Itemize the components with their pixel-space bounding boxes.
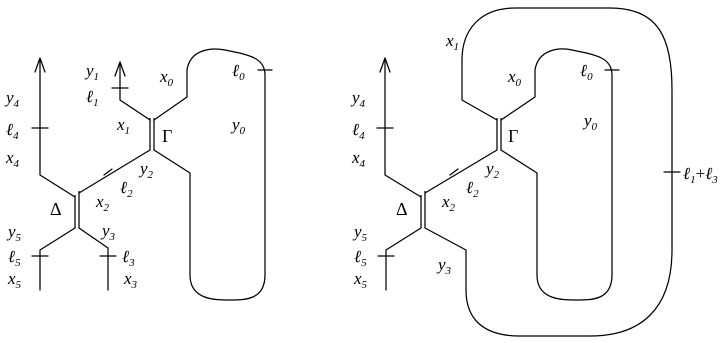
right-strand-4 [384, 59, 422, 198]
right-label-x4: x4 [351, 148, 366, 170]
left-panel: y1 ℓ1 x0 ℓ0 y0 x1 Γ y2 ℓ2 x2 y4 ℓ4 x4 Δ … [4, 48, 273, 301]
right-label-y2: y2 [484, 159, 500, 181]
left-tick-l2 [103, 168, 113, 176]
right-label-y0: y0 [582, 111, 598, 133]
left-label-x4: x4 [5, 148, 20, 170]
left-strand-2 [78, 149, 151, 194]
left-label-y2: y2 [138, 159, 154, 181]
right-strand-2 [424, 149, 498, 194]
left-gamma-vertex [149, 118, 155, 150]
right-label-l2: ℓ2 [466, 178, 479, 200]
right-label-y4: y4 [350, 88, 366, 110]
right-panel: x1 x0 ℓ0 y0 Γ y2 ℓ2 x2 y4 ℓ4 x4 Δ y5 ℓ5 … [350, 7, 718, 337]
right-vertex-delta: Δ [396, 199, 408, 219]
right-gamma-vertex [496, 118, 502, 150]
left-vertex-delta: Δ [50, 199, 62, 219]
right-label-y3: y3 [436, 255, 452, 277]
left-label-l4: ℓ4 [6, 120, 19, 142]
left-strand-3 [78, 227, 109, 291]
left-strand-5 [39, 227, 76, 291]
left-strand-0 [153, 48, 266, 301]
left-strand-1 [119, 61, 151, 121]
left-label-x3: x3 [123, 269, 138, 291]
right-strand-4-arrowhead [379, 57, 391, 73]
right-label-x1: x1 [445, 31, 459, 53]
left-label-x2: x2 [95, 192, 110, 214]
left-vertex-gamma: Γ [162, 126, 172, 146]
left-label-l3: ℓ3 [122, 247, 135, 269]
left-label-y5: y5 [6, 222, 22, 244]
left-strand-4 [39, 59, 76, 198]
right-label-l5: ℓ5 [354, 247, 367, 269]
left-label-y0: y0 [230, 115, 246, 137]
right-tick-l2 [449, 168, 459, 176]
left-strand-1-arrowhead [114, 61, 126, 77]
left-strand-4-arrowhead [34, 57, 46, 73]
right-strand-outer [424, 7, 673, 337]
left-label-l2: ℓ2 [120, 178, 133, 200]
left-label-y4: y4 [4, 88, 20, 110]
left-label-x1: x1 [116, 115, 130, 137]
left-label-x5: x5 [7, 269, 22, 291]
right-strand-0 [500, 48, 613, 301]
left-delta-vertex [74, 191, 80, 228]
right-label-l1-plus-l3: ℓ1+ℓ3 [683, 164, 718, 186]
left-label-l1: ℓ1 [86, 87, 99, 109]
left-label-y1: y1 [84, 61, 99, 83]
left-label-x0: x0 [159, 67, 174, 89]
right-label-l0: ℓ0 [580, 61, 593, 83]
left-label-l0: ℓ0 [232, 61, 245, 83]
right-label-x2: x2 [441, 192, 456, 214]
left-label-l5: ℓ5 [8, 247, 21, 269]
right-label-y5: y5 [352, 222, 368, 244]
left-label-y3: y3 [100, 221, 116, 243]
right-delta-vertex [420, 191, 426, 228]
right-label-x5: x5 [353, 269, 368, 291]
right-label-l4: ℓ4 [352, 120, 365, 142]
right-strand-5 [385, 227, 422, 291]
right-vertex-gamma: Γ [508, 126, 518, 146]
right-label-x0: x0 [507, 67, 522, 89]
